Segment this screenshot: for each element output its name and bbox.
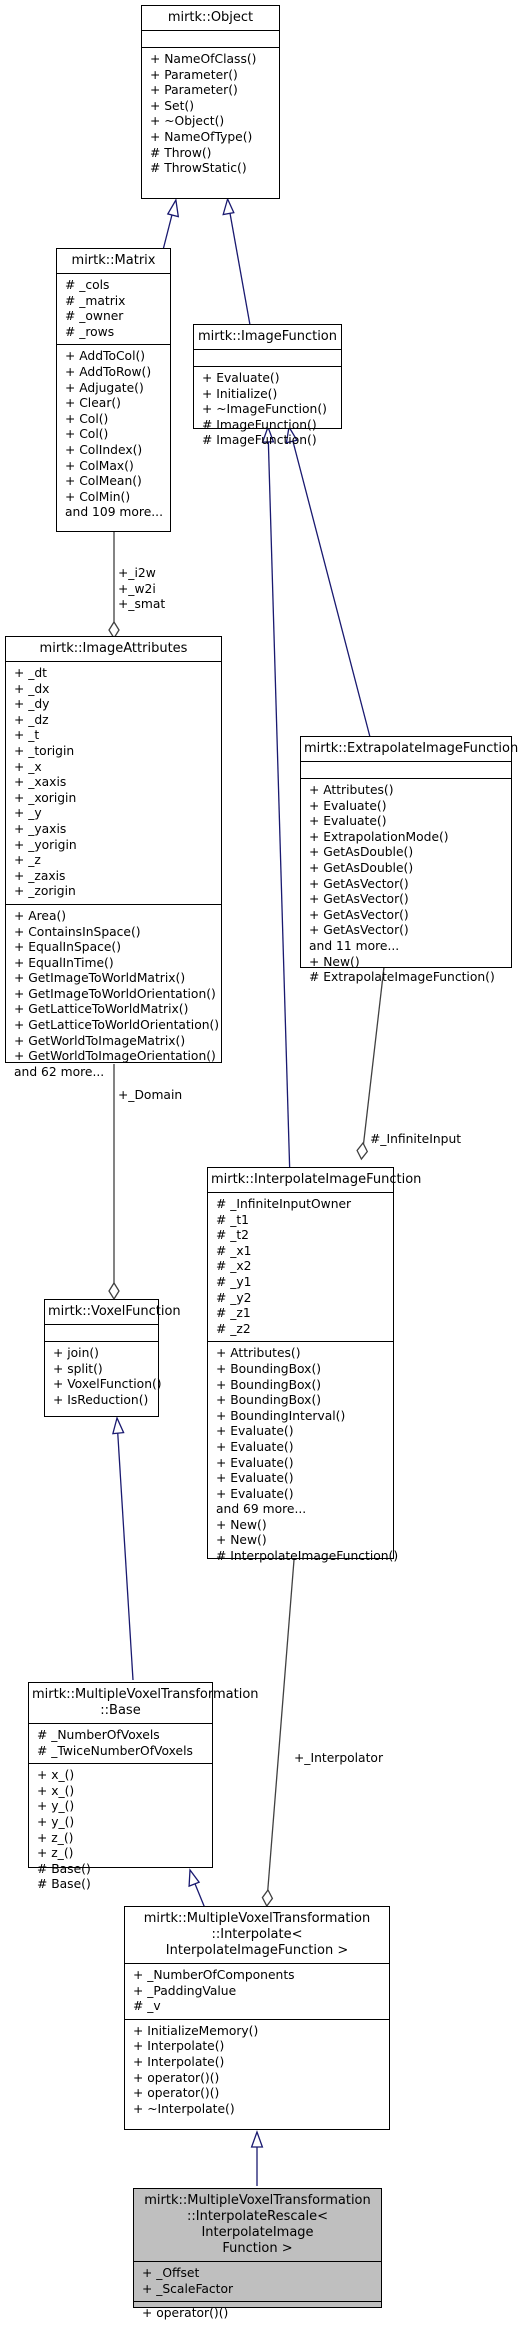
class-title: mirtk::MultipleVoxelTransformation ::Int… (125, 1907, 389, 1964)
class-title: mirtk::MultipleVoxelTransformation ::Int… (134, 2189, 381, 2262)
attributes-section: + _dt + _dx + _dy + _dz + _t + _torigin … (6, 662, 221, 905)
arrowhead-imagefunction-interpolate (261, 425, 275, 443)
class-extrapolate[interactable]: mirtk::ExtrapolateImageFunction + Attrib… (300, 736, 518, 984)
class-title: mirtk::MultipleVoxelTransformation ::Bas… (29, 1683, 259, 1724)
class-title: mirtk::ImageAttributes (6, 637, 221, 662)
class-mvtbase[interactable]: mirtk::MultipleVoxelTransformation ::Bas… (28, 1682, 259, 1891)
arrowhead-object-matrix (166, 198, 180, 218)
attributes-section: # _NumberOfVoxels # _TwiceNumberOfVoxels (29, 1724, 212, 1765)
methods-section: + x_() + x_() + y_() + y_() + z_() + z_(… (37, 1768, 91, 1892)
class-imagefunction[interactable]: mirtk::ImageFunction + Evaluate() + Init… (193, 324, 342, 447)
methods-section: + Evaluate() + Initialize() + ~ImageFunc… (202, 371, 327, 448)
arrowhead-mvtbase-mvtinterpolate (188, 1868, 201, 1888)
arrowhead-mvtinterpolate-mvtrescale (250, 2130, 264, 2148)
attributes-section (194, 350, 341, 367)
edge-mvtbase-to-voxelfunction (116, 1420, 134, 1681)
attributes-section (45, 1325, 158, 1342)
class-mvtinterpolate[interactable]: mirtk::MultipleVoxelTransformation ::Int… (124, 1906, 390, 2130)
attributes-section (142, 31, 279, 48)
class-title: mirtk::InterpolateImageFunction (208, 1168, 421, 1193)
edge-label-domain: +_Domain (118, 1088, 183, 1102)
edge-imagefunction-to-object (227, 201, 251, 326)
class-object[interactable]: mirtk::Object + NameOfClass() + Paramete… (141, 5, 280, 199)
edge-extrapolate-to-imagefunction (289, 429, 371, 738)
class-title: mirtk::Matrix (57, 249, 170, 274)
edge-interpolate-to-imagefunction (267, 429, 291, 1181)
class-title: mirtk::ImageFunction (194, 325, 341, 350)
methods-section: + operator()() (142, 2306, 229, 2321)
methods-section: + NameOfClass() + Parameter() + Paramete… (150, 52, 257, 176)
arrowhead-imagefunction-extrapolate (285, 425, 298, 444)
attributes-section: # _InfiniteInputOwner # _t1 # _t2 # _x1 … (208, 1193, 393, 1343)
methods-section: + Area() + ContainsInSpace() + EqualInSp… (14, 908, 220, 1079)
arrowhead-voxelfunction-mvtbase (112, 1416, 125, 1435)
class-mvtrescale[interactable]: mirtk::MultipleVoxelTransformation ::Int… (133, 2188, 382, 2320)
class-voxelfunction[interactable]: mirtk::VoxelFunction + join() + split() … (44, 1299, 181, 1417)
class-interpolate[interactable]: mirtk::InterpolateImageFunction # _Infin… (207, 1167, 421, 1563)
class-title: mirtk::Object (142, 6, 279, 31)
edge-infinite-input (361, 966, 385, 1158)
methods-section: + Attributes() + Evaluate() + Evaluate()… (309, 783, 495, 985)
class-title: mirtk::VoxelFunction (45, 1300, 181, 1325)
edge-label-interpolator: +_Interpolator (294, 1751, 383, 1765)
class-title: mirtk::ExtrapolateImageFunction (301, 737, 518, 762)
edge-label-infinite-input: #_InfiniteInput (370, 1132, 462, 1146)
diamond-interpolate (356, 1141, 369, 1161)
attributes-section: + _NumberOfComponents + _PaddingValue # … (125, 1964, 389, 2020)
edge-interpolator (266, 1559, 295, 1901)
diamond-voxelfunction (108, 1281, 120, 1301)
class-matrix[interactable]: mirtk::Matrix # _cols # _matrix # _owner… (56, 248, 171, 532)
arrowhead-object-imagefunction (222, 197, 235, 216)
diamond-mvtinterpolate (261, 1888, 274, 1908)
attributes-section: # _cols # _matrix # _owner # _rows (57, 274, 170, 346)
attributes-section (301, 762, 511, 779)
methods-section: + AddToCol() + AddToRow() + Adjugate() +… (65, 349, 164, 520)
attributes-section: + _Offset + _ScaleFactor (134, 2262, 381, 2303)
methods-section: + join() + split() + VoxelFunction() + I… (53, 1346, 162, 1407)
class-imageattributes[interactable]: mirtk::ImageAttributes + _dt + _dx + _dy… (5, 636, 222, 1079)
methods-section: + Attributes() + BoundingBox() + Boundin… (216, 1346, 399, 1564)
edge-label-matrix-attrs: +_i2w +_w2i +_smat (118, 566, 166, 612)
methods-section: + InitializeMemory() + Interpolate() + I… (133, 2023, 259, 2116)
